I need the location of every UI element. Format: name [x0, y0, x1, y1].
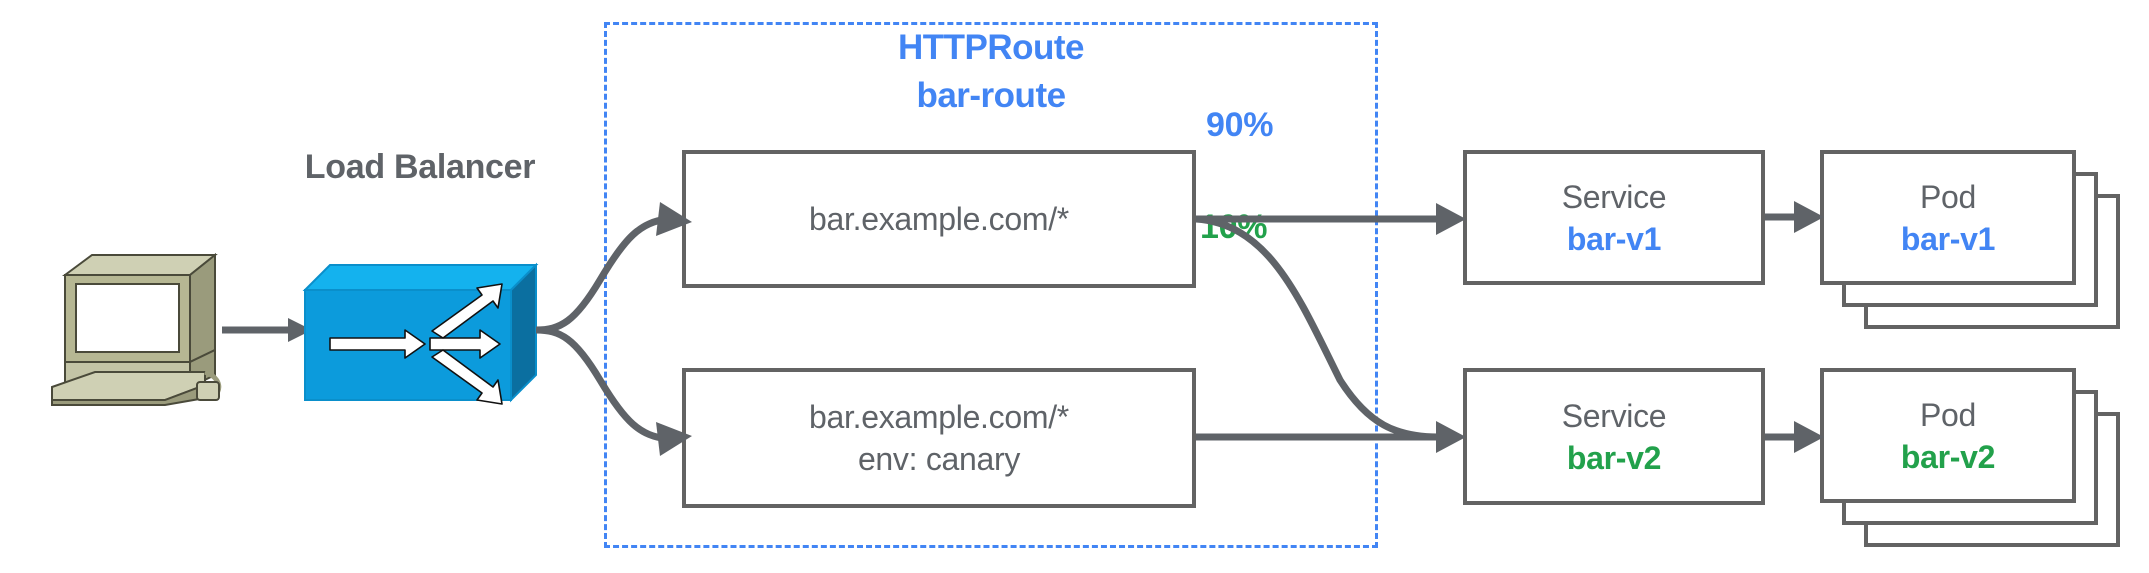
- pod-replica-front-v2[interactable]: Pod bar-v2: [1820, 368, 2076, 503]
- load-balancer-switch-icon: [302, 262, 539, 405]
- pod-stack-bar-v2[interactable]: Pod bar-v2: [1820, 368, 2120, 558]
- service-v2-inbound-arrowhead: [1436, 421, 1466, 453]
- httproute-name-label: bar-route: [916, 76, 1066, 115]
- route-match-primary-hostpath: bar.example.com/*: [809, 201, 1069, 237]
- pod-name-label-v2: bar-v2: [1900, 438, 1996, 475]
- weight-label-primary: 90%: [1206, 106, 1274, 144]
- load-balancer-label: Load Balancer: [304, 148, 536, 186]
- service-kind-label-v2: Service: [1561, 397, 1667, 434]
- client-to-lb-arrow: [222, 318, 312, 342]
- pod-name-label-v1: bar-v1: [1900, 220, 1996, 257]
- pod-stack-bar-v1[interactable]: Pod bar-v1: [1820, 150, 2120, 340]
- pod-replica-front-v1[interactable]: Pod bar-v1: [1820, 150, 2076, 285]
- pod-kind-label-v2: Pod: [1919, 396, 1977, 433]
- service-box-bar-v1[interactable]: Service bar-v1: [1463, 150, 1765, 285]
- httproute-kind-label: HTTPRoute: [897, 28, 1085, 67]
- httproute-group-title: HTTPRoute bar-route: [604, 24, 1378, 120]
- route-match-box-canary[interactable]: bar.example.com/* env: canary: [682, 368, 1196, 508]
- service-box-bar-v2[interactable]: Service bar-v2: [1463, 368, 1765, 505]
- desktop-computer-icon: [51, 252, 222, 406]
- pod-kind-label-v1: Pod: [1919, 178, 1977, 215]
- weight-label-canary: 10%: [1200, 208, 1268, 246]
- route-match-canary-header: env: canary: [857, 441, 1021, 477]
- service-kind-label-v1: Service: [1561, 178, 1667, 215]
- route-primary-to-service-v1-arrowhead: [1436, 203, 1466, 235]
- service-name-label-v2: bar-v2: [1566, 439, 1662, 476]
- route-match-box-primary[interactable]: bar.example.com/*: [682, 150, 1196, 288]
- route-match-canary-hostpath: bar.example.com/*: [809, 399, 1069, 435]
- service-name-label-v1: bar-v1: [1566, 220, 1662, 257]
